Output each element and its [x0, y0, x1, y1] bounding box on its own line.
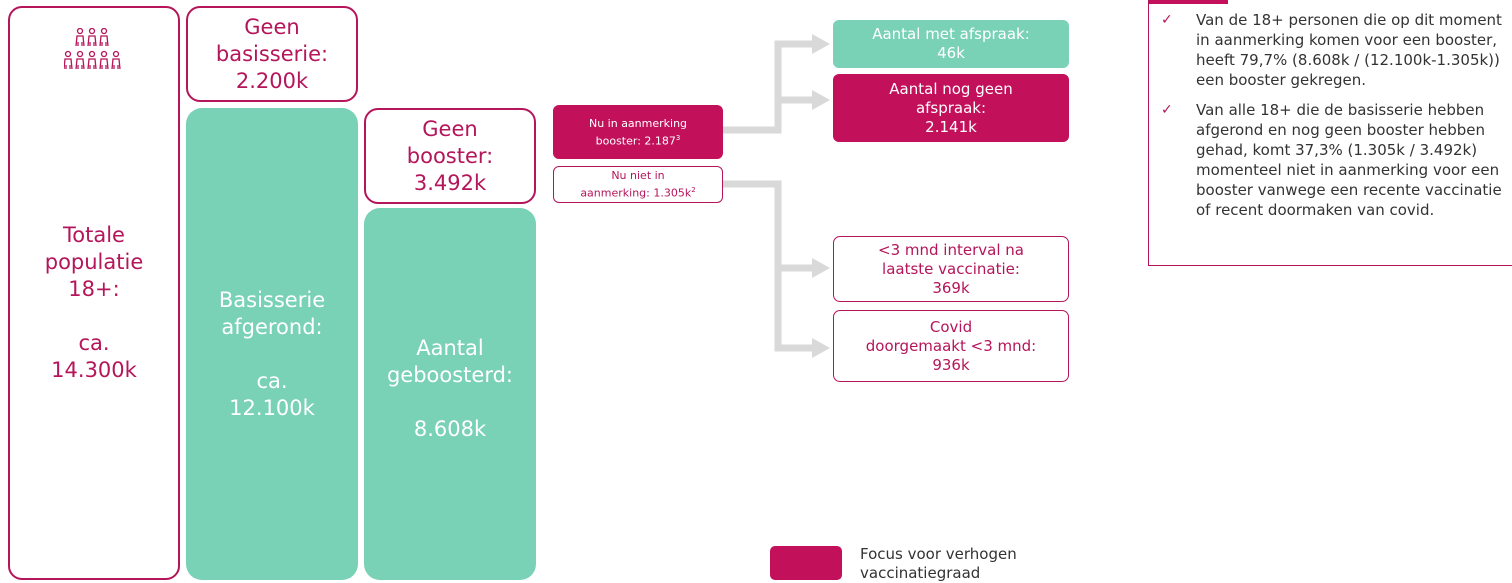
- niet-in-aanmerking-value: aanmerking: 1.305k: [580, 186, 692, 200]
- geen-booster-box: Geen booster: 3.492k: [364, 108, 536, 204]
- geen-basisserie-box: Geen basisserie: 2.200k: [186, 6, 358, 102]
- interval-line: <3 mnd interval na: [878, 240, 1024, 259]
- basisserie-line: 12.100k: [229, 395, 315, 420]
- niet-in-aanmerking-box: Nu niet in aanmerking: 1.305k2: [553, 166, 723, 203]
- basisserie-line: [219, 341, 325, 368]
- nog-geen-afspraak-line: Aantal nog geen: [889, 79, 1013, 98]
- in-aanmerking-line: booster: 2.1873: [596, 131, 681, 149]
- interval-line: laatste vaccinatie:: [882, 259, 1020, 278]
- population-line: Totale: [63, 223, 125, 247]
- interval-box: <3 mnd interval na laatste vaccinatie: 3…: [833, 236, 1069, 302]
- people-group-icon: [64, 28, 121, 70]
- note-item: ✓ Van alle 18+ die de basisserie hebben a…: [1149, 100, 1512, 220]
- met-afspraak-line: Aantal met afspraak:: [872, 25, 1030, 43]
- footnote-marker: 2: [691, 185, 696, 194]
- note-text: Van alle 18+ die de basisserie hebben af…: [1196, 101, 1502, 219]
- geen-booster-line: Geen: [422, 116, 478, 141]
- nog-geen-afspraak-line: 2.141k: [925, 117, 977, 136]
- covid-box: Covid doorgemaakt <3 mnd: 936k: [833, 310, 1069, 382]
- population-line: [45, 303, 144, 330]
- population-line: 14.300k: [51, 358, 137, 382]
- basisserie-box: Basisserie afgerond: ca. 12.100k: [186, 108, 358, 580]
- geen-booster-line: booster:: [406, 143, 494, 168]
- notes-header-bar: [1148, 0, 1228, 4]
- population-box: Totale populatie 18+: ca. 14.300k: [8, 6, 180, 580]
- geboosterd-line: [387, 389, 513, 416]
- nog-geen-afspraak-line: afspraak:: [915, 98, 987, 117]
- arrow-to-met-afspraak: [723, 40, 815, 134]
- note-item: ✓ Van de 18+ personen die op dit moment i…: [1149, 10, 1512, 90]
- check-icon: ✓: [1161, 12, 1173, 28]
- basisserie-line: Basisserie: [218, 287, 326, 312]
- geboosterd-box: Aantal geboosterd: 8.608k: [364, 208, 536, 580]
- in-aanmerking-value: booster: 2.187: [595, 134, 676, 148]
- geen-basisserie-line: 2.200k: [235, 68, 309, 93]
- population-line: ca.: [78, 331, 110, 355]
- note-text: Van de 18+ personen die op dit moment in…: [1196, 11, 1502, 89]
- arrow-to-covid: [774, 268, 815, 352]
- covid-line: Covid: [929, 317, 973, 336]
- geboosterd-line: Aantal: [416, 336, 484, 360]
- geen-booster-line: 3.492k: [413, 170, 487, 195]
- covid-line: 936k: [932, 355, 970, 374]
- basisserie-line: afgerond:: [221, 314, 323, 339]
- check-icon: ✓: [1161, 102, 1173, 118]
- geboosterd-line: geboosterd:: [386, 363, 514, 387]
- interval-line: 369k: [932, 278, 970, 297]
- met-afspraak-line: 46k: [937, 44, 965, 62]
- notes-panel: ✓ Van de 18+ personen die op dit moment i…: [1148, 0, 1512, 266]
- in-aanmerking-line: Nu in aanmerking: [588, 116, 688, 130]
- geboosterd-line: 8.608k: [413, 417, 487, 441]
- population-line: 18+:: [68, 277, 120, 301]
- niet-in-aanmerking-line: aanmerking: 1.305k2: [580, 183, 695, 201]
- geen-basisserie-line: basisserie:: [215, 41, 329, 66]
- met-afspraak-box: Aantal met afspraak: 46k: [833, 20, 1069, 68]
- footnote-marker: 3: [675, 133, 681, 142]
- arrow-to-interval: [723, 180, 815, 272]
- covid-line: doorgemaakt <3 mnd:: [865, 336, 1037, 355]
- in-aanmerking-box: Nu in aanmerking booster: 2.1873: [553, 105, 723, 159]
- geen-basisserie-line: Geen: [244, 14, 300, 39]
- nog-geen-afspraak-box: Aantal nog geen afspraak: 2.141k: [833, 74, 1069, 142]
- basisserie-line: ca.: [256, 368, 288, 393]
- legend-label: Focus voor verhogen vaccinatiegraad: [860, 545, 1017, 582]
- population-line: populatie: [44, 250, 144, 274]
- legend-swatch: [770, 546, 842, 580]
- niet-in-aanmerking-line: Nu niet in: [611, 168, 665, 182]
